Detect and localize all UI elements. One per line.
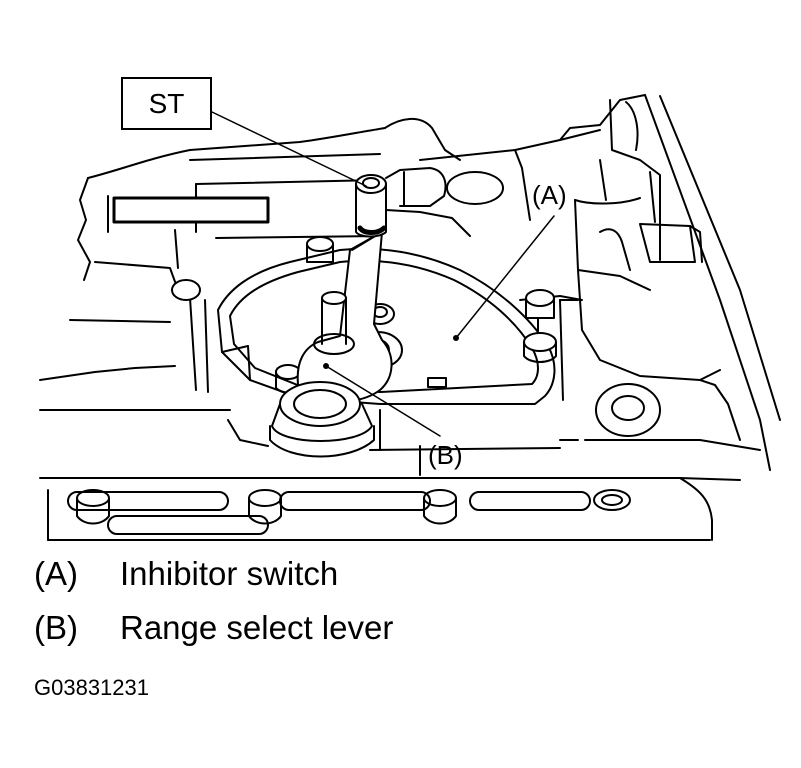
leader-lines <box>211 111 555 437</box>
tool-label: ST <box>148 87 185 119</box>
leader-dot-a <box>453 335 459 341</box>
figure-code: G03831231 <box>34 675 149 700</box>
transmission-case <box>39 94 781 541</box>
case-plate <box>112 196 270 224</box>
range-select-lever <box>269 231 393 458</box>
rim-bolts <box>67 489 631 535</box>
special-tool-pin <box>355 167 471 238</box>
legend-text: Inhibitor switch <box>120 555 339 592</box>
callout-a-label: (A) <box>532 180 567 210</box>
legend-key: (A) <box>34 555 78 592</box>
legend-text: Range select lever <box>120 609 394 646</box>
case-boss <box>446 171 661 437</box>
callout-b-label: (B) <box>428 440 463 470</box>
leader-dot-b <box>323 363 329 369</box>
legend-key: (B) <box>34 609 78 646</box>
tool-label-box: ST <box>121 77 212 130</box>
switch-bolts <box>171 236 557 394</box>
legend-item-b: (B) Range select lever <box>34 609 393 647</box>
legend-item-a: (A) Inhibitor switch <box>34 555 338 593</box>
